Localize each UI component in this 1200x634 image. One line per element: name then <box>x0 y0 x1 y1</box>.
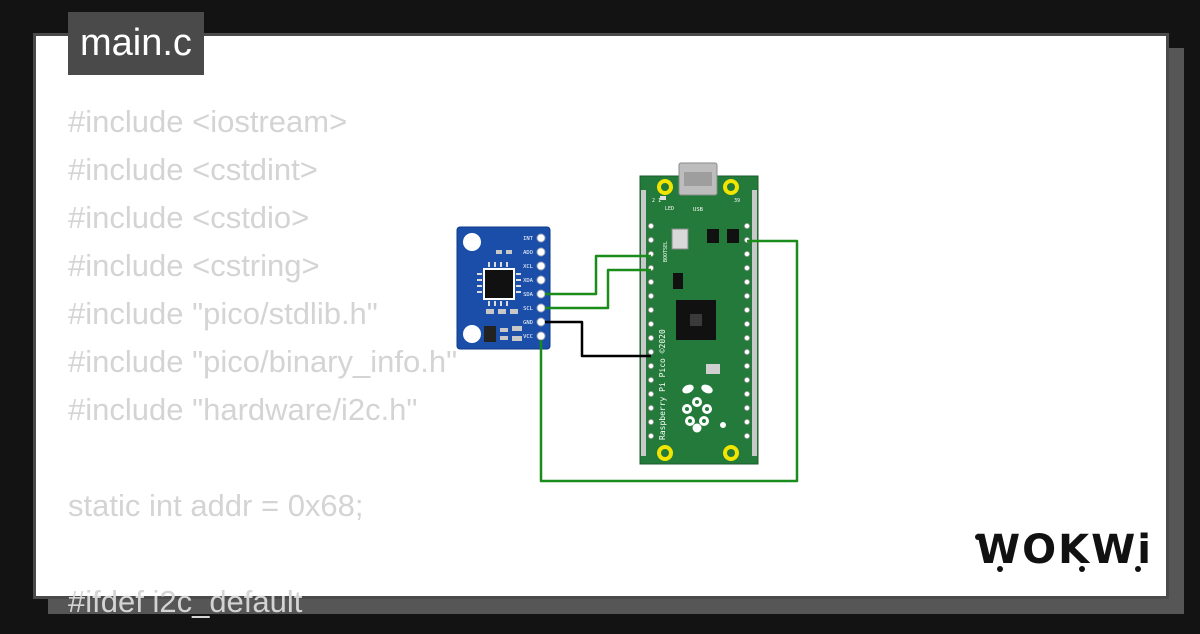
code-line: #include "hardware/i2c.h" <box>68 392 418 427</box>
usb-label: USB <box>693 207 704 213</box>
wire-sda[interactable] <box>545 254 651 296</box>
pico-silkscreen-label: Raspberry Pi Pico ©2020 <box>658 329 667 440</box>
pin-header-left <box>641 190 646 456</box>
sensor-pin-xda[interactable] <box>536 275 546 285</box>
pin-label-sda: SDA <box>523 292 534 298</box>
pin-number-label: 1 <box>658 198 661 204</box>
wokwi-logo-text: WOKWi <box>976 527 1153 573</box>
imu-chip <box>483 268 515 300</box>
pin-label-vcc: VCC <box>523 334 533 340</box>
sensor-pin-xcl[interactable] <box>536 261 546 271</box>
pin-number-label: 2 <box>652 198 655 204</box>
sensor-pin-gnd[interactable] <box>536 317 546 327</box>
code-preview: #include <iostream> #include <cstdint> #… <box>68 98 457 626</box>
mount-hole-icon <box>463 325 481 343</box>
mounting-pad-icon <box>657 179 739 461</box>
pin-header-right <box>752 190 757 456</box>
file-tab[interactable]: main.c <box>68 12 204 75</box>
sensor-pin-ado[interactable] <box>536 247 546 257</box>
code-line: #ifdef i2c_default <box>68 584 303 619</box>
bootsel-button[interactable] <box>671 228 689 250</box>
code-line: #include <cstdio> <box>68 200 310 235</box>
pin-label-xda: XDA <box>523 278 534 284</box>
raspberry-pi-pico-board[interactable]: USB LED 2 39 1 BOOTSEL Raspberry Pi Pico… <box>639 162 759 465</box>
pin-label-gnd: GND <box>523 320 533 326</box>
code-line: #include <cstring> <box>68 248 320 283</box>
wires <box>539 239 799 483</box>
code-line: #include "pico/stdlib.h" <box>68 296 378 331</box>
wire-vcc[interactable] <box>539 239 799 483</box>
sensor-pin-sda[interactable] <box>536 289 546 299</box>
wire-scl[interactable] <box>545 268 651 310</box>
project-card: #include <iostream> #include <cstdint> #… <box>33 33 1169 619</box>
sensor-pin-vcc[interactable] <box>536 331 546 341</box>
wokwi-logo: WOKWi <box>970 525 1155 581</box>
code-line: #include "pico/binary_info.h" <box>68 344 458 379</box>
sensor-pin-scl[interactable] <box>536 303 546 313</box>
pin-label-xcl: XCL <box>523 264 534 270</box>
code-line: #include <cstdint> <box>68 152 318 187</box>
mount-hole-icon <box>463 233 481 251</box>
led-icon <box>660 196 666 200</box>
sensor-pin-int[interactable] <box>536 233 546 243</box>
wire-gnd[interactable] <box>545 320 651 358</box>
bootsel-label: BOOTSEL <box>663 241 669 262</box>
code-line: #include <iostream> <box>68 104 348 139</box>
mpu6050-sensor-module[interactable]: INT ADO XCL XDA SDA SCL GND VCC <box>456 226 551 350</box>
led-label: LED <box>665 206 674 212</box>
pin-label-scl: SCL <box>523 306 534 312</box>
pin-label-ado: ADO <box>523 250 533 256</box>
pin-label-int: INT <box>523 236 534 242</box>
pin-number-label: 39 <box>734 198 740 204</box>
test-pad-icon <box>720 422 726 428</box>
code-line: static int addr = 0x68; <box>68 488 364 523</box>
wokwi-logo-svg: WOKWi <box>975 527 1153 573</box>
